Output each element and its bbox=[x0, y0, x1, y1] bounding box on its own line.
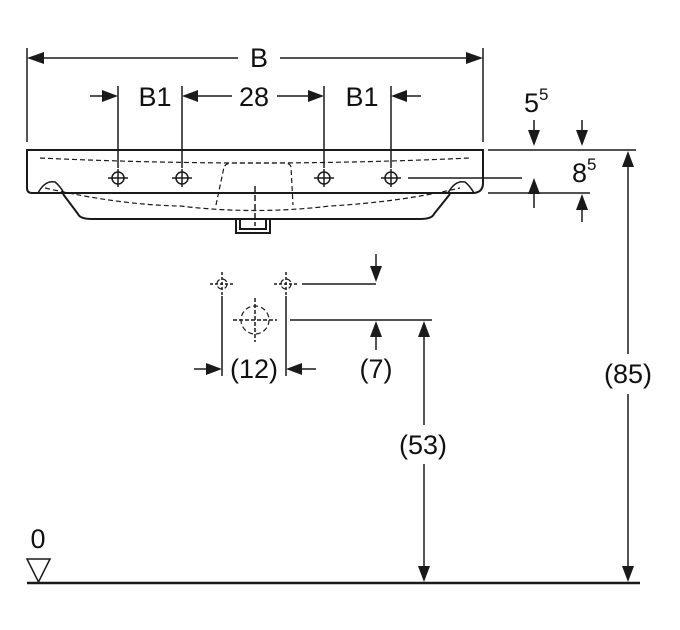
arrowhead-up bbox=[370, 321, 382, 337]
tap-hole-icon bbox=[108, 169, 128, 187]
tap-holes bbox=[108, 169, 401, 187]
basin-bowl-outline bbox=[62, 193, 451, 220]
dimension-rim-offsets: 55 85 bbox=[408, 85, 636, 222]
dimension-tap-spacing: B1 28 B1 bbox=[90, 82, 421, 168]
label-floor-level: 0 bbox=[30, 524, 45, 554]
arrowhead-left bbox=[27, 52, 44, 64]
arrowhead-left bbox=[391, 90, 407, 102]
dimension-overall-width: B bbox=[26, 43, 484, 142]
arrowhead-right bbox=[102, 90, 118, 102]
arrowhead-down bbox=[418, 566, 430, 582]
label-outlet-offset: (7) bbox=[360, 354, 393, 384]
right-rim-corner-detail bbox=[447, 180, 475, 194]
supply-connection-icon bbox=[210, 272, 234, 296]
arrowhead-down bbox=[622, 566, 634, 582]
label-offset: 55 bbox=[524, 85, 549, 118]
basin-inner-dashed-edge bbox=[39, 157, 471, 164]
arrowhead-down bbox=[576, 130, 588, 146]
label-outlet-height: (53) bbox=[399, 430, 447, 460]
label-rim-height: 85 bbox=[572, 155, 597, 188]
arrowhead-right bbox=[206, 363, 222, 375]
dimension-outlet-spacing: (12) bbox=[194, 296, 316, 384]
tap-hole-icon bbox=[381, 169, 401, 187]
label-side-spacing-right: B1 bbox=[345, 82, 378, 112]
dimension-outlet-height: (53) bbox=[399, 321, 447, 582]
label-total-height: (85) bbox=[604, 359, 652, 389]
arrowhead-down bbox=[370, 266, 382, 282]
arrowhead-left bbox=[182, 90, 198, 102]
dimension-outlet-offset: (7) bbox=[360, 254, 393, 384]
arrowhead-up bbox=[622, 151, 634, 167]
label-center-spacing: 28 bbox=[239, 82, 269, 112]
arrowhead-right bbox=[466, 52, 483, 64]
arrowhead-right bbox=[308, 90, 324, 102]
floor-level: 0 bbox=[25, 524, 640, 585]
supply-connection-icon bbox=[274, 272, 298, 296]
arrowhead-up bbox=[576, 194, 588, 210]
tap-hole-icon bbox=[172, 169, 192, 187]
waste-outlet-icon bbox=[233, 298, 277, 342]
label-outlet-spacing: (12) bbox=[230, 354, 278, 384]
tap-hole-icon bbox=[314, 169, 334, 187]
dimension-total-height: (85) bbox=[604, 151, 652, 582]
label-side-spacing-left: B1 bbox=[138, 82, 171, 112]
outlet-position bbox=[210, 272, 432, 342]
arrowhead-up bbox=[418, 321, 430, 337]
level-triangle-icon bbox=[25, 558, 52, 584]
label-overall-width: B bbox=[250, 43, 268, 73]
basin-inner-dashed-bowl bbox=[44, 187, 461, 212]
left-rim-corner-detail bbox=[37, 180, 65, 194]
arrowhead-down bbox=[528, 130, 540, 146]
arrowhead-up bbox=[528, 178, 540, 194]
basin-body bbox=[26, 149, 484, 234]
drain-outlet bbox=[235, 219, 271, 234]
overflow-dashed-outline bbox=[215, 162, 294, 206]
arrowhead-left bbox=[286, 363, 302, 375]
